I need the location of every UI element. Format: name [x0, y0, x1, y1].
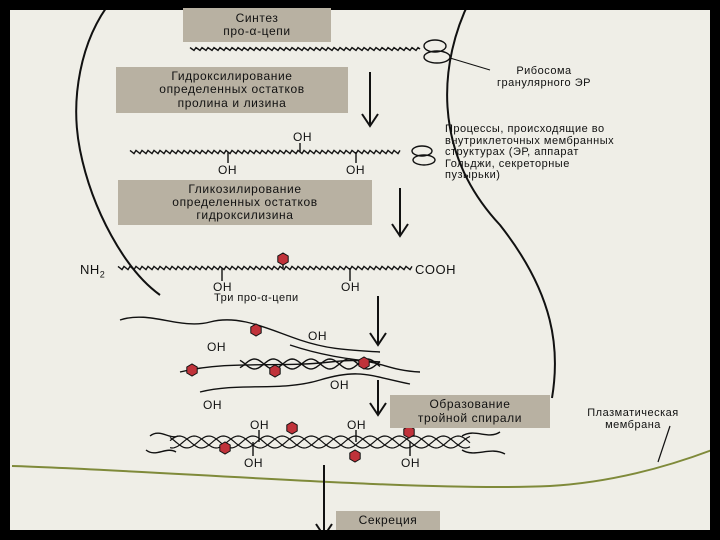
oh-label: OH	[203, 398, 222, 412]
helix-tail	[461, 449, 506, 455]
forming-helix-strand	[239, 358, 381, 370]
hydroxylated-chain	[129, 149, 401, 155]
hydroxylation-line-1: Гидроксилирование	[171, 69, 293, 84]
pro-alpha-chain	[189, 46, 421, 52]
glycosylation-line-2: определенных остатков	[172, 194, 318, 209]
sugar-hexagon-icon	[269, 364, 281, 378]
synthesis-box: Синтез про-α-цепи	[183, 8, 331, 42]
glycosylated-chain	[117, 265, 413, 271]
triple-helix-box: Образование тройной спирали	[390, 395, 550, 428]
oh-label: OH	[347, 418, 366, 432]
sugar-hexagon-icon	[286, 421, 298, 435]
alpha-chain-3	[199, 373, 411, 393]
processes-line-5: пузырьки)	[445, 169, 501, 182]
glycosylation-box: Гликозилирование определенных остатков г…	[118, 180, 372, 225]
sugar-hexagon-icon	[403, 425, 415, 439]
synthesis-line-2: про-α-цепи	[223, 24, 291, 38]
oh-label: OH	[401, 456, 420, 470]
down-arrow-icon	[361, 72, 379, 128]
membrane-pointer	[657, 425, 671, 463]
processes-line-3: структурах (ЭР, аппарат	[445, 146, 579, 159]
sugar-residues	[186, 252, 415, 463]
alpha-chain-2	[179, 359, 421, 373]
oh-label: OH	[250, 418, 269, 432]
sugar-hexagon-icon	[358, 356, 370, 370]
glycosylation-line-1: Гликозилирование	[188, 181, 302, 196]
hydroxylation-line-2: определенных остатков	[159, 82, 305, 97]
forming-helix-strand	[239, 358, 381, 370]
nh-text: NH	[80, 262, 100, 277]
processes-label: Процессы, происходящие во внутриклеточны…	[445, 123, 705, 182]
sugar-hexagon-icon	[349, 449, 361, 463]
vesicle-icon	[411, 145, 436, 166]
membrane-label: Плазматическая мембрана	[568, 407, 698, 431]
sugar-hexagon-icon	[250, 323, 262, 337]
processes-line-2: внутриклеточных мембранных	[445, 134, 615, 147]
nh-subscript: 2	[99, 269, 106, 280]
down-arrow-icon	[369, 296, 387, 347]
ribosome-icon	[423, 39, 451, 64]
oh-label: OH	[330, 378, 349, 392]
synthesis-line-1: Синтез	[235, 10, 279, 25]
three-chains-label: Три про-α-цепи	[214, 292, 299, 304]
secretion-box: Секреция	[336, 511, 440, 530]
glycosylation-line-3: гидроксилизина	[196, 208, 294, 223]
oh-label: OH	[293, 130, 312, 144]
secretion-line-1: Секреция	[358, 512, 418, 527]
cell-outline	[75, 0, 556, 399]
down-arrow-icon	[369, 380, 387, 417]
oh-label: OH	[341, 280, 360, 294]
triple-helix-line-2: тройной спирали	[417, 410, 523, 425]
processes-line-1: Процессы, происходящие во	[445, 123, 605, 135]
oh-label: OH	[346, 163, 365, 177]
helix-tail	[461, 431, 501, 437]
hydroxylation-box: Гидроксилирование определенных остатков …	[116, 67, 348, 113]
oh-label: OH	[218, 163, 237, 177]
triple-helix-strand	[169, 435, 471, 449]
oh-label: OH	[308, 329, 327, 343]
sugar-hexagon-icon	[186, 363, 198, 377]
sugar-hexagon-icon	[219, 441, 231, 455]
helix-tail	[145, 449, 177, 454]
ribosome-pointer	[449, 57, 491, 71]
helix-tail	[149, 432, 179, 438]
triple-helix-strand	[169, 435, 471, 449]
sugar-hexagon-icon	[277, 252, 289, 266]
ribosome-label-line-2: гранулярного ЭР	[497, 76, 591, 89]
triple-helix-line-1: Образование	[429, 397, 511, 412]
amino-terminus-label: NH2	[80, 262, 105, 280]
hydroxylation-line-3: пролина и лизина	[177, 95, 287, 110]
processes-line-4: Гольджи, секреторные	[445, 157, 570, 170]
membrane-label-line-1: Плазматическая	[587, 407, 679, 419]
oh-label: OH	[244, 456, 263, 470]
carboxyl-terminus-label: COOH	[415, 262, 456, 277]
oh-label: OH	[207, 340, 226, 354]
membrane-label-line-2: мембрана	[605, 418, 661, 431]
ribosome-label-line-1: Рибосома	[516, 65, 572, 77]
ribosome-label: Рибосома гранулярного ЭР	[488, 65, 600, 89]
alpha-chain-link	[289, 344, 381, 363]
oh-label: OH	[213, 280, 232, 294]
plasma-membrane	[11, 449, 713, 489]
down-arrow-icon	[391, 188, 409, 238]
